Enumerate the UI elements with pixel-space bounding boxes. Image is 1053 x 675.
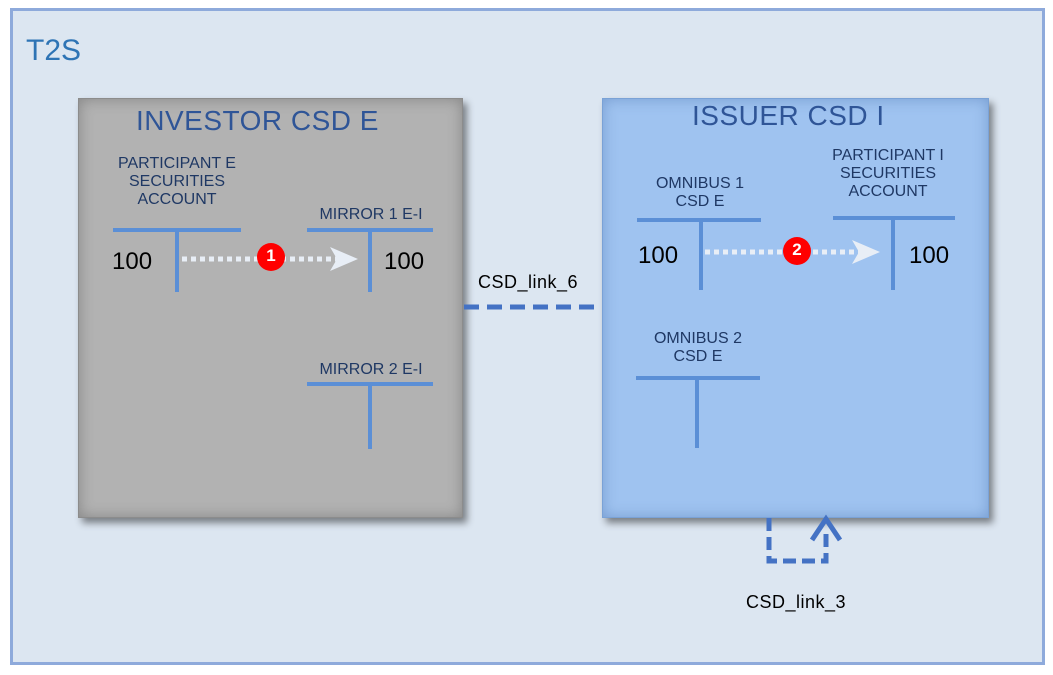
participant-e-amount: 100 bbox=[112, 248, 153, 275]
csd-link-3-line bbox=[766, 518, 829, 564]
participant-e-t-account bbox=[113, 228, 241, 292]
mirror1-amount: 100 bbox=[384, 248, 425, 275]
omnibus1-amount: 100 bbox=[638, 242, 679, 269]
issuer-csd-box bbox=[602, 98, 989, 518]
csd-link-3-label: CSD_link_3 bbox=[746, 592, 847, 612]
t2s-title: T2S bbox=[26, 34, 82, 67]
participant-i-account-label: PARTICIPANT I SECURITIES ACCOUNT bbox=[832, 147, 944, 200]
omnibus2-account-label: OMNIBUS 2 CSD E bbox=[653, 330, 742, 365]
transfer-arrow-2 bbox=[705, 240, 880, 264]
step-1-label: 1 bbox=[266, 246, 276, 265]
issuer-csd-title: ISSUER CSD I bbox=[692, 100, 885, 131]
participant-e-account-label: PARTICIPANT E SECURITIES ACCOUNT bbox=[118, 155, 236, 208]
step-1-badge bbox=[257, 243, 285, 271]
mirror1-t-account bbox=[307, 228, 433, 292]
mirror2-t-account bbox=[307, 382, 433, 449]
mirror1-account-label: MIRROR 1 E-I bbox=[319, 206, 423, 223]
investor-csd-box bbox=[78, 98, 463, 518]
omnibus1-account-label: OMNIBUS 1 CSD E bbox=[655, 175, 744, 210]
csd-link-3-arrowhead bbox=[809, 514, 843, 542]
participant-i-t-account bbox=[833, 216, 955, 290]
csd-link-6-label: CSD_link_6 bbox=[478, 272, 579, 292]
investor-csd-title: INVESTOR CSD E bbox=[136, 105, 379, 136]
omnibus1-t-account bbox=[637, 218, 761, 290]
participant-i-amount: 100 bbox=[909, 242, 950, 269]
step-2-label: 2 bbox=[792, 240, 802, 259]
mirror2-account-label: MIRROR 2 E-I bbox=[319, 361, 423, 378]
step-2-badge bbox=[783, 237, 811, 265]
omnibus2-t-account bbox=[636, 376, 760, 448]
